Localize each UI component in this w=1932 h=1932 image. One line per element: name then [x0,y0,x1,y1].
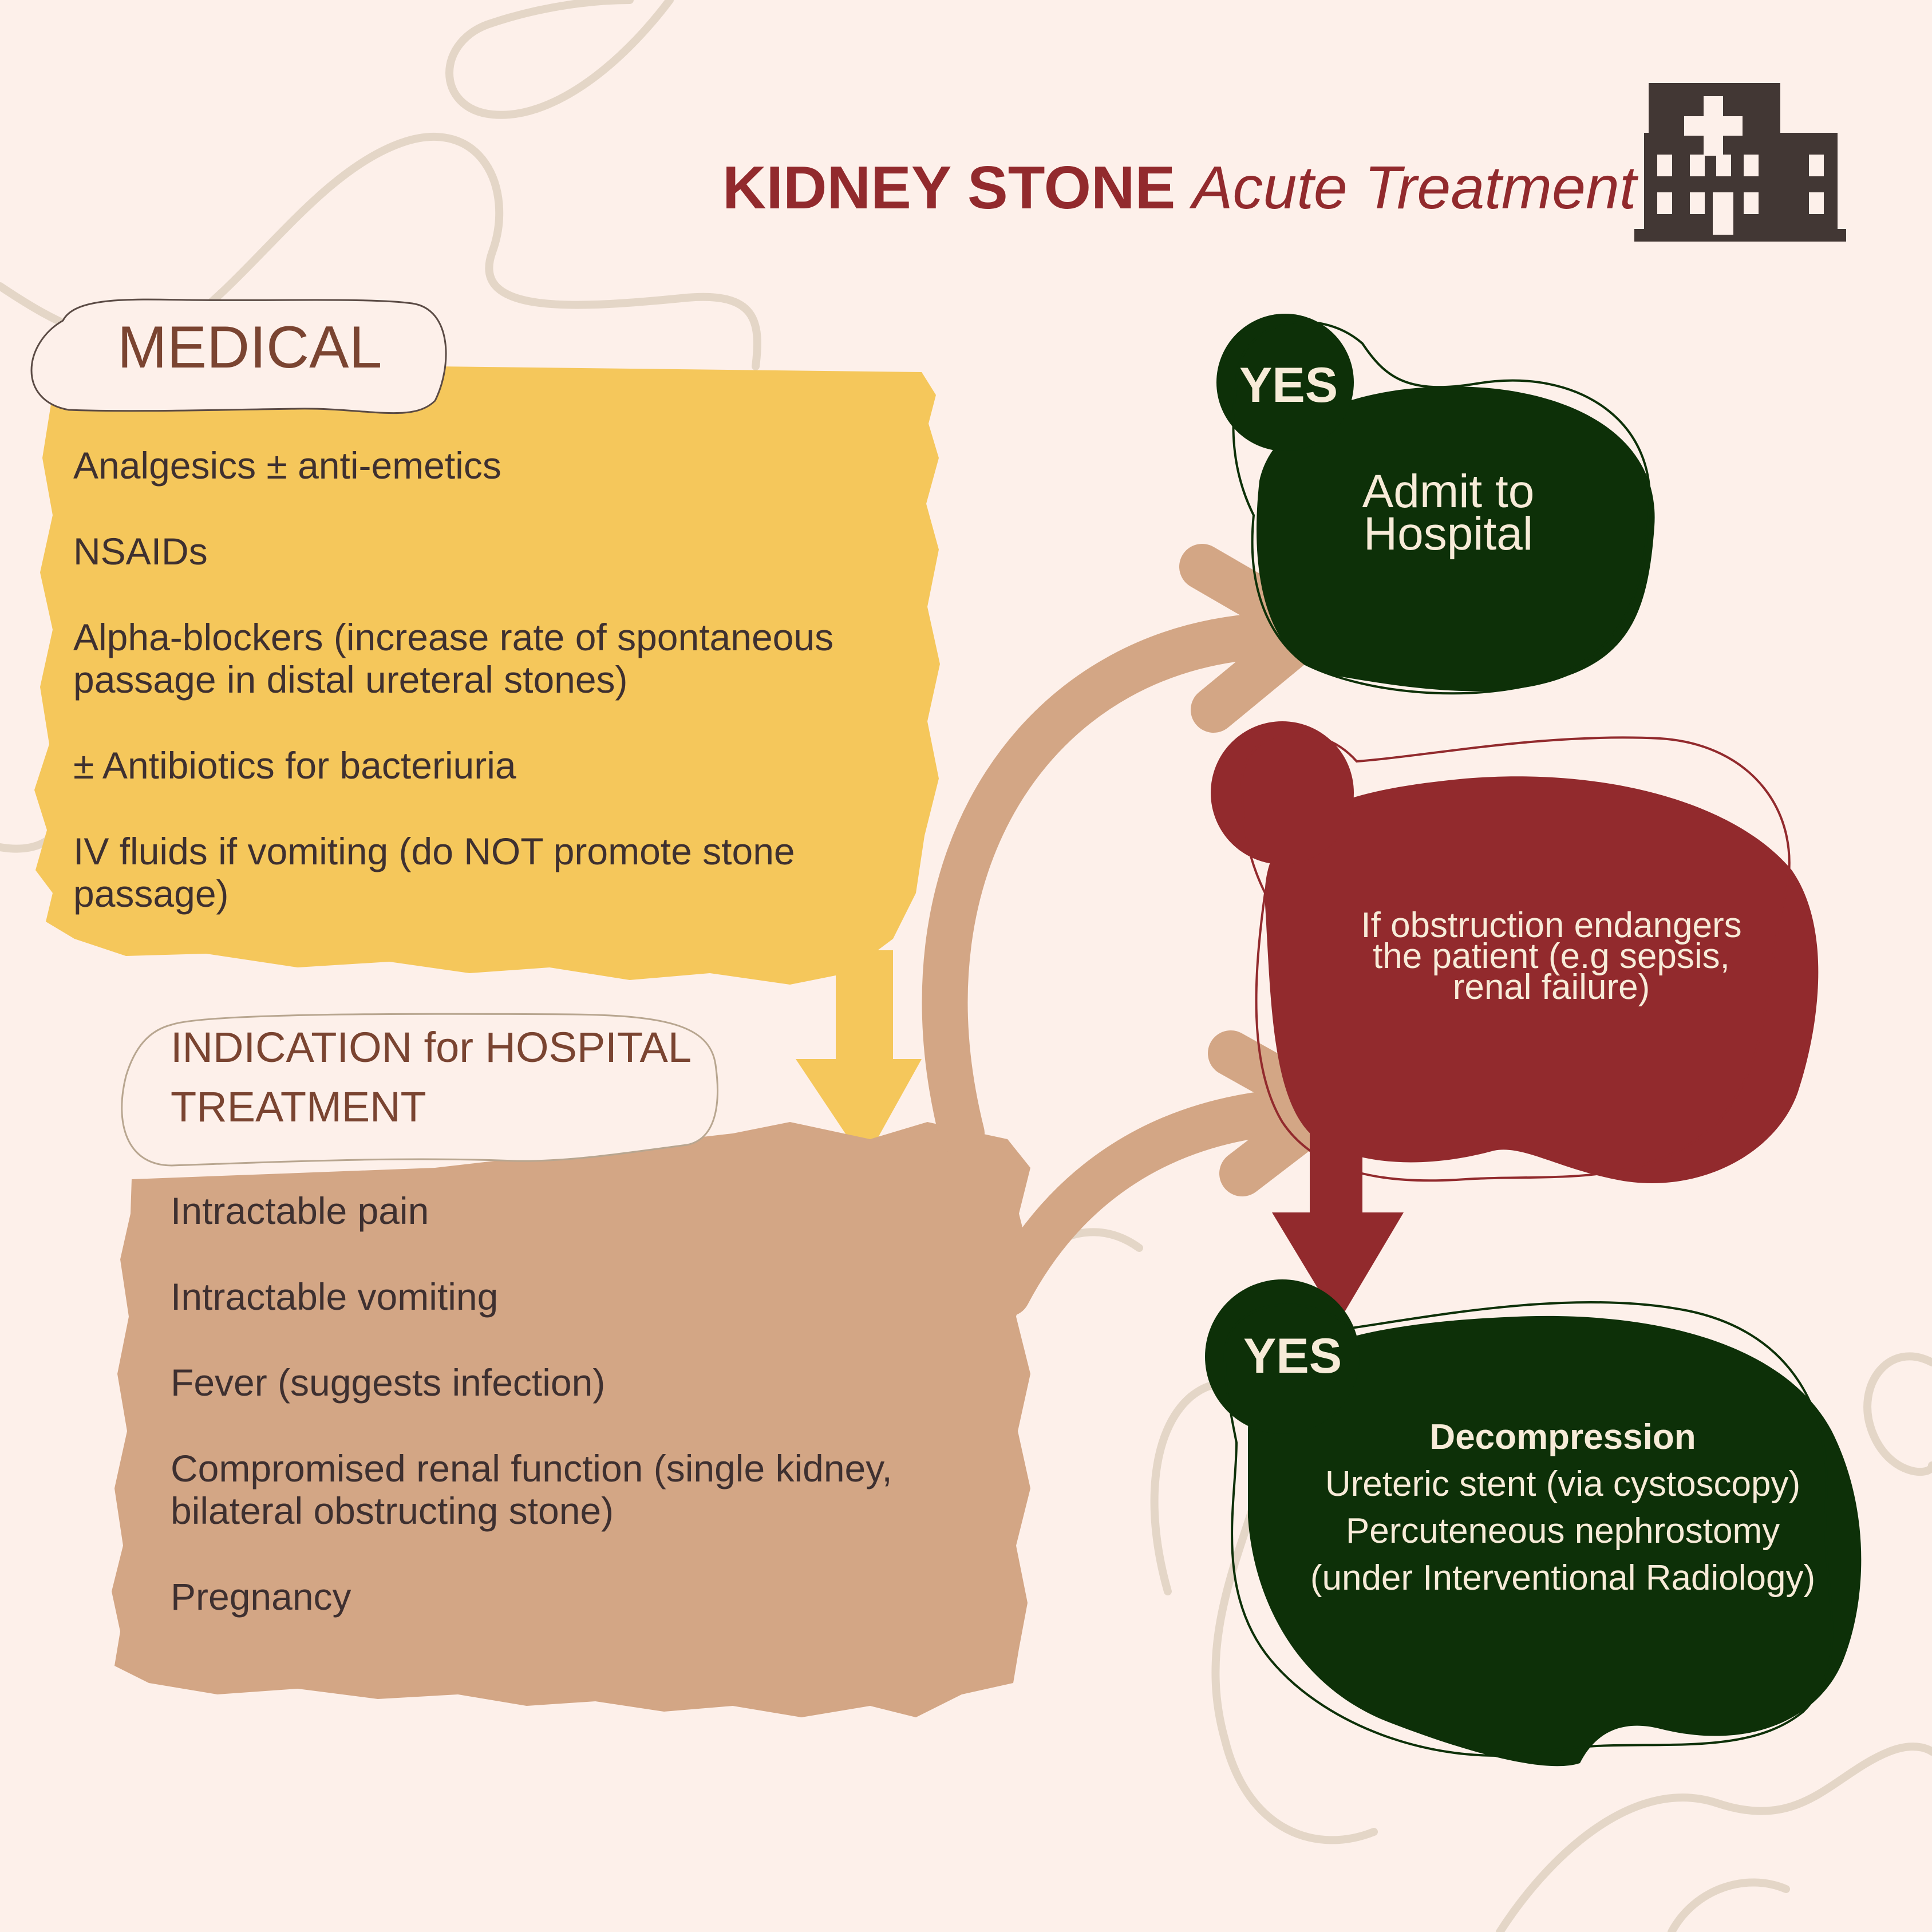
list-item: Intractable pain [171,1190,429,1232]
decompression-text: Decompression Ureteric stent (via cystos… [1242,1414,1883,1602]
decompression-line2: Percuteneous nephrostomy [1345,1511,1780,1551]
decompression-blob [1205,1279,1862,1767]
list-item: Pregnancy [171,1575,351,1618]
admit-line2: Hospital [1363,508,1534,560]
list-item: Analgesics ± anti-emetics [73,444,501,487]
hospital-building-icon [1634,83,1846,242]
title-bold: KIDNEY STONE [722,154,1176,222]
indication-list: Intractable pain Intractable vomiting Fe… [171,1190,1018,1661]
obstruction-to-decompression-arrow [1272,1105,1404,1322]
indication-label-line1: INDICATION for HOSPITAL [171,1024,692,1071]
indication-label-bubble [121,1013,718,1167]
list-item: Intractable vomiting [171,1275,499,1318]
medical-box [34,366,940,985]
indication-to-obstruction-arrow [985,1030,1351,1317]
indication-label: INDICATION for HOSPITAL TREATMENT [171,1018,692,1137]
medical-list: Analgesics ± anti-emetics NSAIDs Alpha-b… [73,444,909,958]
decompression-yes-label: YES [1243,1329,1342,1384]
decompression-line1: Ureteric stent (via cystoscopy) [1325,1464,1801,1504]
obstruction-blob [1211,721,1819,1183]
list-item: Fever (suggests infection) [171,1361,606,1404]
list-item: Alpha-blockers (increase rate of spontan… [73,616,834,701]
medical-label: MEDICAL [117,314,382,381]
admit-blob [1216,314,1655,695]
obstruction-line2: the patient (e.g sepsis, [1373,937,1730,976]
decompression-line3: (under Interventional Radiology) [1310,1558,1816,1598]
list-item: Compromised renal function (single kidne… [171,1447,892,1532]
obstruction-line3: renal failure) [1452,967,1650,1007]
indication-label-line2: TREATMENT [171,1083,426,1131]
indication-box [112,1122,1030,1717]
obstruction-text: If obstruction endangers the patient (e.… [1271,906,1832,1007]
admit-line1: Admit to [1362,465,1535,517]
medical-label-bubble [30,298,447,414]
list-item: ± Antibiotics for bacteriuria [73,744,516,787]
title-italic: Acute Treatment [1192,154,1637,222]
admit-text: Admit to Hospital [1294,465,1603,560]
page-title: KIDNEY STONE Acute Treatment [722,153,1636,223]
list-item: IV fluids if vomiting (do NOT promote st… [73,830,795,915]
decompression-heading: Decompression [1429,1417,1696,1457]
obstruction-line1: If obstruction endangers [1361,906,1742,945]
list-item: NSAIDs [73,530,208,572]
admit-yes-label: YES [1239,358,1338,413]
medical-to-indication-arrow [796,950,922,1162]
